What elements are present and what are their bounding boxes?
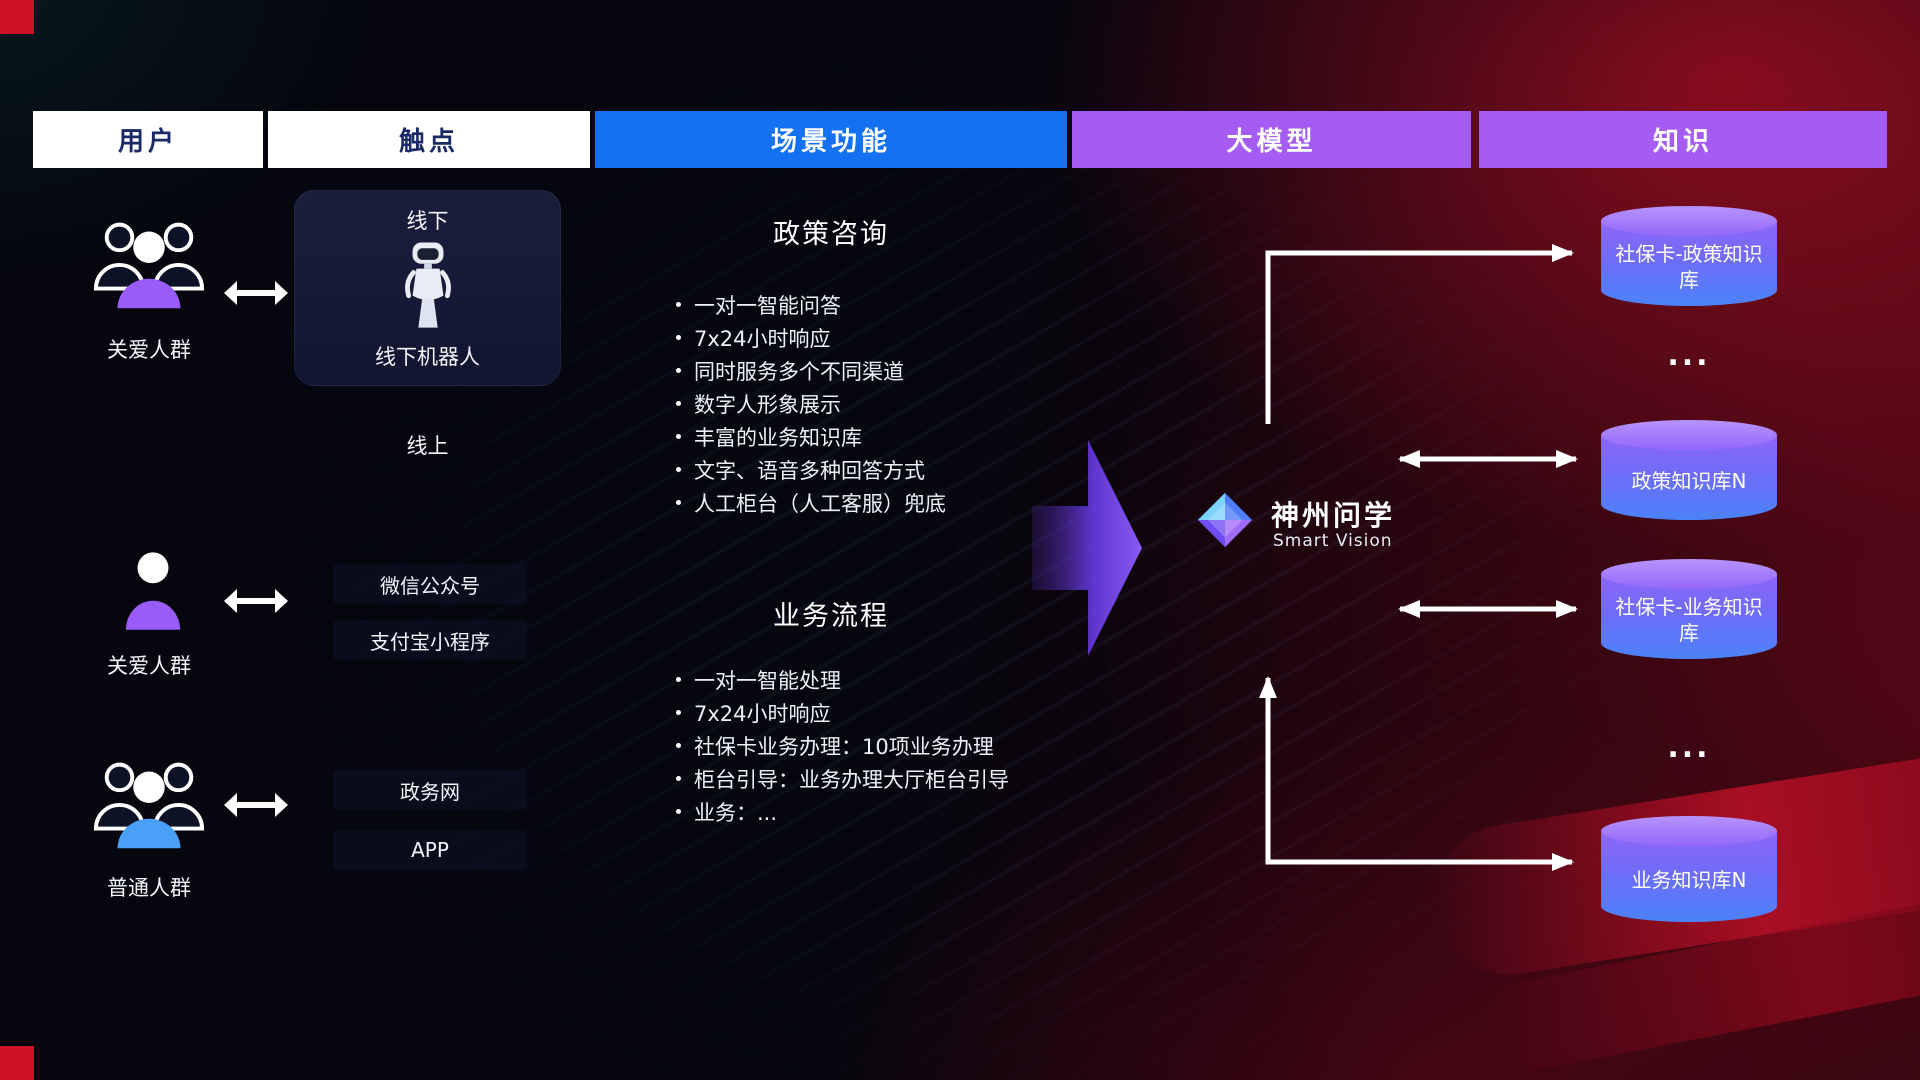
- feature-item: 丰富的业务知识库: [676, 420, 946, 453]
- header-knowledge: 知识: [1479, 111, 1887, 168]
- cylinder-cap: [1601, 206, 1777, 236]
- feature-item: 同时服务多个不同渠道: [676, 354, 946, 387]
- bullet-icon: [676, 809, 681, 814]
- model-subtitle: Smart Vision: [1273, 531, 1393, 551]
- feature-text: 同时服务多个不同渠道: [694, 359, 904, 384]
- group-icon-general: [90, 752, 208, 858]
- bullet-icon: [676, 677, 681, 682]
- ellipsis-more-dbs: ...: [1667, 730, 1711, 765]
- feature-text: 7x24小时响应: [694, 701, 831, 726]
- knowledge-db-label: 政策知识库N: [1631, 469, 1747, 493]
- group-icon-care: [90, 212, 208, 318]
- cylinder-cap: [1601, 559, 1777, 589]
- business-feature-list: 一对一智能处理 7x24小时响应 社保卡业务办理：10项业务办理 柜台引导：业务…: [676, 663, 1009, 828]
- feature-item: 社保卡业务办理：10项业务办理: [676, 729, 1009, 762]
- feature-item: 柜台引导：业务办理大厅柜台引导: [676, 762, 1009, 795]
- online-title: 线上: [406, 434, 449, 458]
- corner-accent-top-left: [0, 0, 34, 34]
- channel-wechat: 微信公众号: [333, 564, 527, 604]
- flow-arrow: [1032, 426, 1144, 674]
- feature-item: 业务：...: [676, 795, 1009, 828]
- feature-item: 人工柜台（人工客服）兜底: [676, 486, 946, 519]
- knowledge-db-business-ssc: 社保卡-业务知识库: [1601, 559, 1777, 659]
- double-arrow-icon: [224, 276, 288, 314]
- offline-robot-label: 线下机器人: [375, 345, 480, 369]
- bullet-icon: [676, 302, 681, 307]
- channel-gov-web: 政务网: [333, 770, 527, 810]
- bullet-icon: [676, 710, 681, 715]
- feature-text: 一对一智能处理: [694, 668, 841, 693]
- smart-vision-logo-icon: [1194, 489, 1256, 555]
- feature-text: 丰富的业务知识库: [694, 425, 862, 450]
- model-name: 神州问学: [1271, 499, 1396, 532]
- feature-text: 7x24小时响应: [694, 326, 831, 351]
- feature-text: 人工柜台（人工客服）兜底: [694, 491, 946, 516]
- corner-accent-bottom-left: [0, 1046, 34, 1080]
- feature-text: 柜台引导：业务办理大厅柜台引导: [694, 767, 1009, 792]
- channel-app: APP: [333, 830, 527, 870]
- feature-item: 7x24小时响应: [676, 321, 946, 354]
- scenario-title-policy: 政策咨询: [773, 219, 889, 250]
- knowledge-db-policy-ssc: 社保卡-政策知识库: [1601, 206, 1777, 306]
- offline-title: 线下: [406, 209, 449, 233]
- ellipsis-more-dbs: ...: [1667, 338, 1711, 373]
- bullet-icon: [676, 743, 681, 748]
- channel-alipay: 支付宝小程序: [333, 620, 527, 660]
- knowledge-db-policy-n: 政策知识库N: [1601, 420, 1777, 520]
- bullet-icon: [676, 368, 681, 373]
- scenario-title-business: 业务流程: [773, 601, 889, 632]
- cylinder-cap: [1601, 420, 1777, 450]
- knowledge-db-label: 业务知识库N: [1631, 868, 1747, 892]
- feature-text: 一对一智能问答: [694, 293, 841, 318]
- feature-item: 数字人形象展示: [676, 387, 946, 420]
- header-touchpoints: 触点: [268, 111, 590, 168]
- bullet-icon: [676, 401, 681, 406]
- bullet-icon: [676, 434, 681, 439]
- feature-item: 7x24小时响应: [676, 696, 1009, 729]
- bullet-icon: [676, 467, 681, 472]
- knowledge-db-business-n: 业务知识库N: [1601, 816, 1777, 922]
- feature-text: 数字人形象展示: [694, 392, 841, 417]
- knowledge-db-label: 社保卡-业务知识库: [1615, 595, 1763, 645]
- feature-item: 文字、语音多种回答方式: [676, 453, 946, 486]
- policy-feature-list: 一对一智能问答 7x24小时响应 同时服务多个不同渠道 数字人形象展示 丰富的业…: [676, 288, 946, 519]
- person-icon-care: [124, 549, 182, 639]
- feature-text: 社保卡业务办理：10项业务办理: [694, 734, 994, 759]
- header-scenarios: 场景功能: [595, 111, 1067, 168]
- user-group-label: 关爱人群: [107, 654, 191, 678]
- bullet-icon: [676, 776, 681, 781]
- feature-item: 一对一智能处理: [676, 663, 1009, 696]
- feature-item: 一对一智能问答: [676, 288, 946, 321]
- feature-text: 业务：...: [694, 800, 778, 825]
- robot-icon: [399, 240, 457, 336]
- offline-robot-card: 线下 线下机器人: [294, 190, 561, 386]
- feature-text: 文字、语音多种回答方式: [694, 458, 925, 483]
- knowledge-db-label: 社保卡-政策知识库: [1615, 242, 1763, 292]
- bullet-icon: [676, 500, 681, 505]
- user-group-label: 普通人群: [107, 876, 191, 900]
- double-arrow-icon: [224, 788, 288, 826]
- bullet-icon: [676, 335, 681, 340]
- header-model: 大模型: [1072, 111, 1471, 168]
- double-arrow-icon: [224, 584, 288, 622]
- header-users: 用户: [33, 111, 263, 168]
- user-group-label: 关爱人群: [107, 338, 191, 362]
